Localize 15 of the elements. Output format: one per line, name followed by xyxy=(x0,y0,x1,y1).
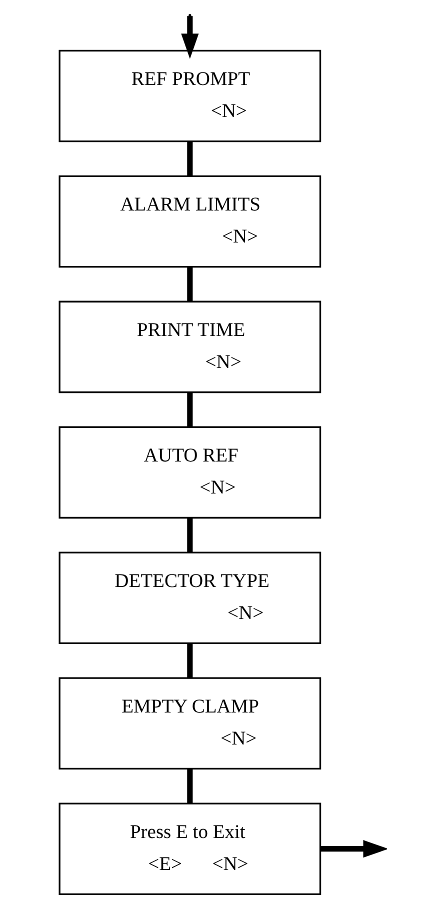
node-box: EMPTY CLAMP <N> xyxy=(58,677,321,770)
node-box: AUTO REF <N> xyxy=(58,426,321,519)
node-box: PRINT TIME <N> xyxy=(58,300,321,394)
connector xyxy=(186,142,192,176)
node-box: Press E to Exit <E> <N> xyxy=(58,802,321,895)
connector xyxy=(186,518,192,552)
node-box: DETECTOR TYPE <N> xyxy=(58,552,321,644)
connector xyxy=(186,267,192,302)
connector xyxy=(186,392,192,427)
node-box: REF PROMPT <N> xyxy=(58,50,321,142)
connector xyxy=(186,644,192,678)
connector xyxy=(186,769,192,804)
arrow xyxy=(320,840,386,858)
node-box: ALARM LIMITS <N> xyxy=(58,175,321,268)
arrow xyxy=(180,16,198,59)
